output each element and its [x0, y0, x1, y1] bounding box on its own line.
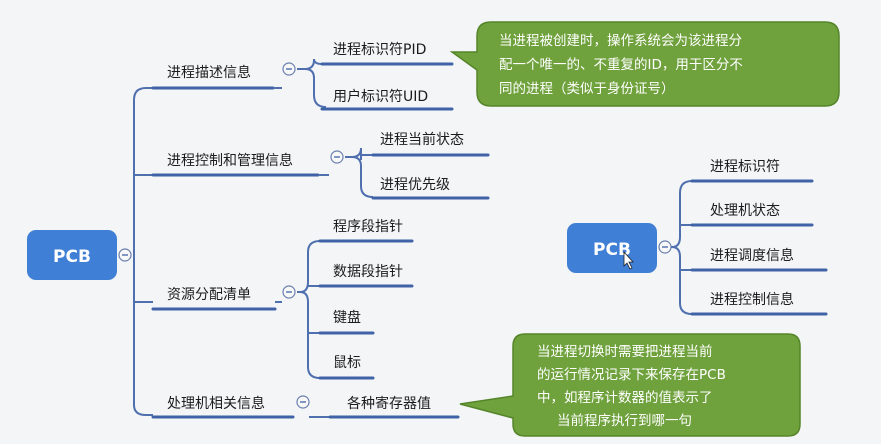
node-pid-label: 进程标识符PID	[333, 42, 426, 58]
callout-pid-bubble	[449, 21, 840, 107]
node-uid[interactable]: 用户标识符UID	[320, 88, 454, 111]
node-registers-label: 各种寄存器值	[347, 395, 431, 412]
node-mouse[interactable]: 鼠标	[318, 355, 375, 380]
node-priority[interactable]: 进程优先级	[371, 177, 490, 200]
left-root-node[interactable]: PCB	[27, 230, 117, 280]
group-resource-allocation-collapse-icon[interactable]	[282, 285, 296, 299]
callout-pid-line-3: 同的进程（类似于身份证号）	[499, 81, 675, 97]
group-processor-info-label: 处理机相关信息	[167, 395, 265, 412]
mouse-cursor-icon	[623, 250, 634, 270]
callout-pid: 当进程被创建时，操作系统会为该进程分 配一个唯一的、不重复的ID，用于区分不 同…	[449, 21, 840, 107]
callout-registers-bubble	[459, 333, 801, 437]
right-node-process-identifier-label: 进程标识符	[710, 159, 780, 175]
group-process-control-label: 进程控制和管理信息	[167, 152, 293, 169]
group-resource-allocation-label: 资源分配清单	[167, 287, 251, 303]
node-keyboard-label: 键盘	[333, 309, 361, 326]
group-process-description-label: 进程描述信息	[167, 64, 251, 81]
left-mind-map: PCB 进程描述信息 进程标识符PID 用户标识符UID 进程控制和管理信息	[27, 42, 490, 419]
group-process-control[interactable]: 进程控制和管理信息	[151, 152, 320, 177]
right-branch	[671, 180, 693, 315]
group-process-control-branch	[345, 147, 374, 198]
group-process-description-collapse-icon[interactable]	[282, 62, 296, 76]
node-mouse-label: 鼠标	[333, 355, 361, 371]
right-root-node[interactable]: PCB	[567, 223, 657, 273]
node-registers[interactable]: 各种寄存器值	[328, 395, 460, 419]
right-root-label: PCB	[593, 240, 631, 260]
group-processor-info-collapse-icon[interactable]	[296, 395, 310, 409]
callout-pid-line-1: 当进程被创建时，操作系统会为该进程分	[499, 33, 742, 49]
callout-registers-line-3: 中，如程序计数器的值表示了	[537, 390, 713, 406]
node-data-segment-pointer[interactable]: 数据段指针	[318, 264, 414, 288]
right-node-processor-state[interactable]: 处理机状态	[690, 203, 814, 227]
right-node-control-info[interactable]: 进程控制信息	[690, 291, 828, 316]
left-root-label: PCB	[53, 247, 91, 267]
right-root-collapse-icon[interactable]	[658, 240, 672, 254]
node-code-segment-pointer[interactable]: 程序段指针	[318, 219, 414, 243]
node-priority-label: 进程优先级	[380, 177, 450, 193]
right-node-control-info-label: 进程控制信息	[710, 291, 794, 308]
group-process-control-collapse-icon[interactable]	[330, 150, 344, 164]
callout-registers: 当进程切换时需要把进程当前 的运行情况记录下来保存在PCB 中，如程序计数器的值…	[459, 333, 801, 437]
node-current-state-label: 进程当前状态	[380, 131, 464, 148]
right-mind-map: PCB 进程标识符 处理机状态 进程调度信息 进程控制信息	[567, 159, 828, 316]
group-resource-allocation-branch	[297, 240, 321, 379]
left-root-collapse-icon[interactable]	[118, 248, 132, 262]
right-node-processor-state-label: 处理机状态	[710, 203, 780, 219]
node-pid[interactable]: 进程标识符PID	[320, 42, 454, 66]
node-current-state[interactable]: 进程当前状态	[371, 131, 490, 157]
node-data-segment-pointer-label: 数据段指针	[333, 264, 403, 280]
group-resource-allocation[interactable]: 资源分配清单	[151, 287, 277, 311]
left-trunk-line	[133, 87, 153, 416]
callout-pid-line-2: 配一个唯一的、不重复的ID，用于区分不	[499, 56, 743, 73]
group-process-description[interactable]: 进程描述信息	[151, 64, 275, 90]
right-node-process-identifier[interactable]: 进程标识符	[690, 159, 814, 183]
node-keyboard[interactable]: 键盘	[318, 309, 375, 335]
callout-registers-line-4: 当前程序执行到哪一句	[557, 412, 692, 429]
callout-registers-line-1: 当进程切换时需要把进程当前	[537, 343, 713, 360]
right-node-scheduling-info[interactable]: 进程调度信息	[690, 247, 828, 272]
callout-registers-line-2: 的运行情况记录下来保存在PCB	[537, 367, 726, 383]
group-processor-info[interactable]: 处理机相关信息	[151, 395, 295, 419]
group-process-description-branch	[297, 58, 327, 108]
node-uid-label: 用户标识符UID	[333, 88, 428, 105]
right-node-scheduling-info-label: 进程调度信息	[710, 247, 794, 264]
node-code-segment-pointer-label: 程序段指针	[333, 219, 403, 235]
